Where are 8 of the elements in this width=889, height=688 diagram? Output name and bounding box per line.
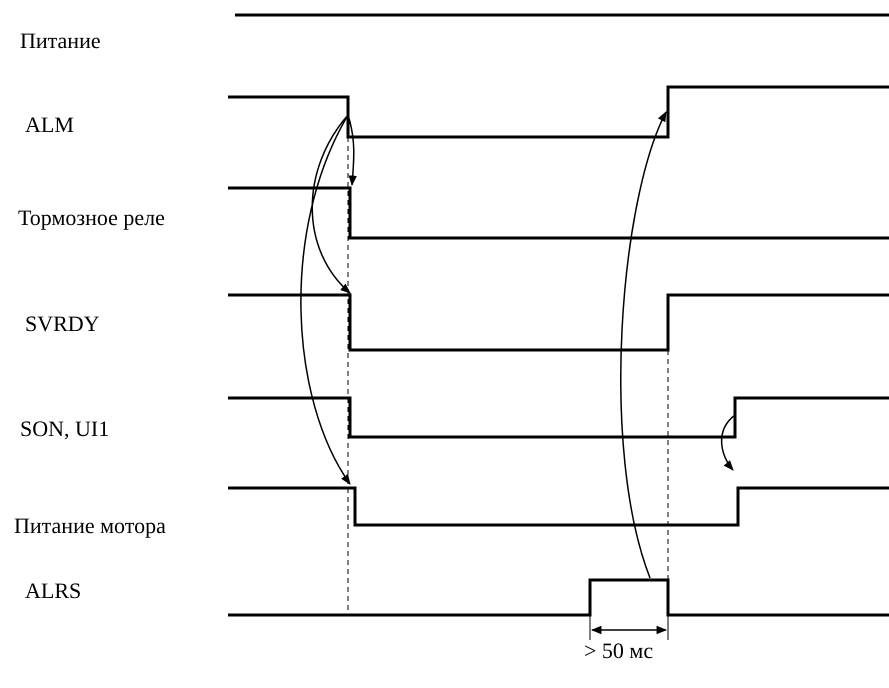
signal-name: Питание мотора (14, 515, 166, 537)
signal-name: SVRDY (25, 313, 100, 335)
signal-name: SON, UI1 (20, 418, 110, 440)
signal-name: ALRS (25, 580, 82, 602)
signal-name: Тормозное реле (18, 207, 165, 229)
dimension-label: > 50 мс (584, 640, 654, 662)
signal-name: Питание (20, 30, 101, 52)
signal-name: ALM (25, 114, 74, 136)
